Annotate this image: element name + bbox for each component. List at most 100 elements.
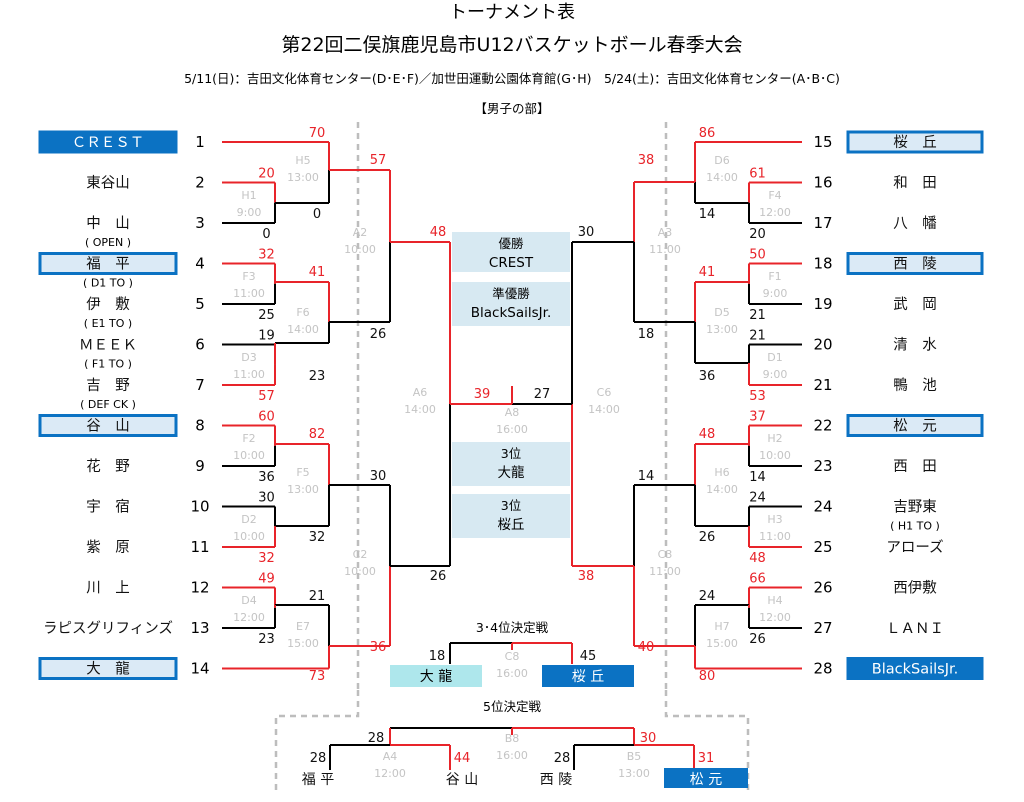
match-time: 13:00 — [618, 767, 650, 780]
team-number: 2 — [195, 174, 205, 192]
third-right-box — [542, 665, 634, 687]
team-name: 伊 敷 — [86, 296, 130, 313]
team-entry: 吉 野( DEF CK )7 — [80, 376, 205, 411]
seed-box — [846, 657, 984, 680]
match-label: D1 — [767, 351, 782, 364]
match-score: 36 — [258, 470, 275, 485]
match-time: 16:00 — [496, 749, 528, 762]
team-name: 和 田 — [893, 175, 937, 192]
match-score: 30 — [258, 491, 275, 506]
match-score: 24 — [699, 589, 716, 604]
divider-lines — [274, 122, 750, 790]
match-label: F6 — [296, 306, 309, 319]
team-name: 武 岡 — [893, 296, 937, 313]
team-number: 27 — [813, 619, 832, 637]
match-score: 38 — [638, 153, 655, 168]
seed-box — [846, 252, 984, 275]
match-label: A3 — [658, 226, 673, 239]
match-time: 16:00 — [496, 667, 528, 680]
match-time: 10:00 — [233, 449, 265, 462]
match-time: 16:00 — [496, 423, 528, 436]
match-score: 86 — [699, 126, 716, 141]
team-entry: 和 田16 — [813, 174, 936, 192]
third-right-team: 桜 丘 — [572, 669, 604, 685]
match-score: 50 — [749, 248, 766, 263]
match-label: D5 — [714, 306, 729, 319]
team-name: 西 陵 — [893, 256, 937, 273]
match-score: 14 — [699, 207, 716, 222]
team-number: 8 — [195, 417, 205, 435]
team-number: 22 — [813, 417, 832, 435]
match-score: 25 — [258, 308, 275, 323]
match-score: 30 — [578, 225, 595, 240]
team-entry: 吉野東( H1 TO )24 — [813, 498, 939, 533]
team-note: ( D1 TO ) — [83, 277, 133, 290]
match-score: 26 — [430, 569, 447, 584]
team-entry: 西 陵18 — [813, 252, 984, 275]
match-label: H2 — [767, 432, 782, 445]
team-number: 26 — [813, 579, 832, 597]
match-label: D3 — [241, 351, 256, 364]
team-name: 鴨 池 — [893, 377, 937, 394]
team-number: 21 — [813, 376, 832, 394]
match-score: 20 — [749, 227, 766, 242]
match-score: 18 — [429, 649, 446, 664]
result-team: 桜丘 — [498, 517, 525, 533]
team-number: 10 — [190, 498, 209, 516]
fifth-team: 福 平 — [302, 772, 334, 788]
team-name: 西 田 — [893, 459, 937, 475]
match-score: 31 — [698, 751, 715, 766]
match-time: 10:00 — [233, 530, 265, 543]
match-score: 30 — [640, 731, 657, 746]
match-label: H5 — [295, 154, 310, 167]
match-score: 49 — [258, 572, 275, 587]
team-name: 谷 山 — [86, 418, 130, 435]
match-score: 70 — [309, 126, 326, 141]
match-score: 38 — [578, 569, 595, 584]
match-score: 39 — [474, 387, 491, 402]
team-entry: 福 平( D1 TO )4 — [38, 252, 205, 290]
match-label: B8 — [505, 732, 520, 745]
title-line1: トーナメント表 — [449, 2, 575, 23]
match-time: 10:00 — [759, 449, 791, 462]
match-score: 14 — [638, 469, 655, 484]
team-note: ( DEF CK ) — [80, 398, 136, 411]
fifth-team: 松 元 — [690, 772, 722, 788]
match-score: 32 — [258, 248, 275, 263]
match-score: 27 — [534, 387, 551, 402]
match-time: 10:00 — [344, 565, 376, 578]
match-label: H6 — [714, 466, 729, 479]
match-score: 61 — [749, 167, 766, 182]
seed-box — [846, 414, 984, 437]
team-entry: 清 水20 — [813, 336, 937, 354]
team-name: ラピスグリフィンズ — [43, 620, 173, 637]
team-number: 17 — [813, 214, 832, 232]
match-label: H4 — [767, 594, 782, 607]
match-score: 19 — [258, 329, 275, 344]
result-box-bg — [452, 232, 570, 272]
match-score: 66 — [749, 572, 766, 587]
match-score: 41 — [699, 265, 716, 280]
match-score: 82 — [309, 427, 326, 442]
match-score: 21 — [749, 308, 766, 323]
third-left-box — [390, 665, 482, 687]
team-number: 12 — [190, 579, 209, 597]
seed-box — [38, 252, 178, 275]
match-label: C6 — [597, 386, 612, 399]
match-label: B5 — [627, 750, 642, 763]
match-label: F2 — [242, 432, 255, 445]
division-label: 【男子の部】 — [474, 101, 549, 116]
match-time: 14:00 — [287, 323, 319, 336]
team-entry: 桜 丘15 — [813, 130, 984, 154]
team-number: 14 — [190, 660, 209, 678]
match-score: 60 — [258, 410, 275, 425]
fifth-winner-box — [664, 768, 748, 788]
match-score: 37 — [749, 410, 766, 425]
team-name: 東谷山 — [86, 175, 130, 192]
third-place-title: 3･4位決定戦 — [476, 620, 549, 635]
match-time: 11:00 — [649, 565, 681, 578]
